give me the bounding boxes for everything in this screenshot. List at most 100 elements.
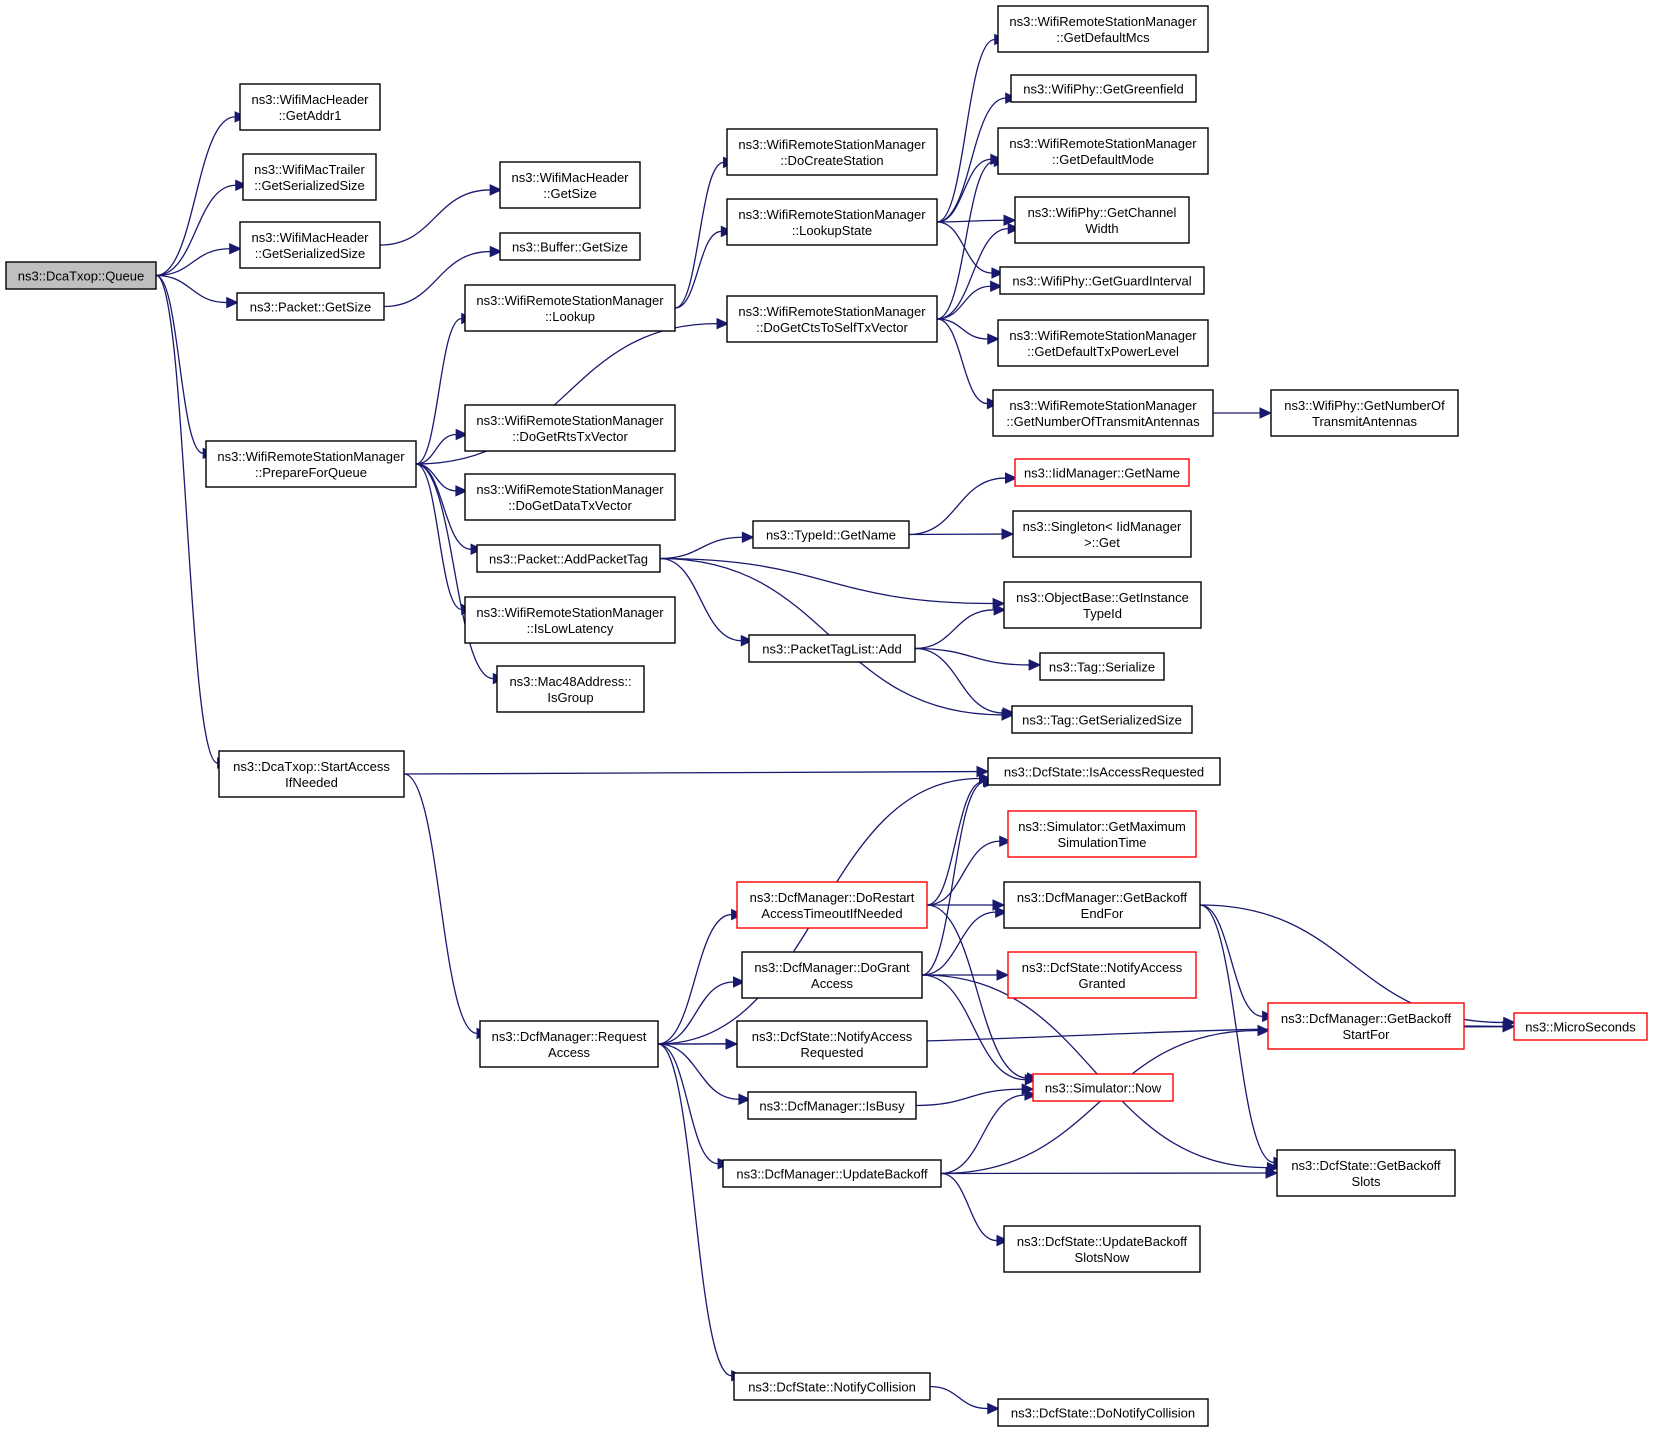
arrowhead — [987, 1402, 1000, 1415]
node-box — [726, 128, 938, 176]
edge-line — [936, 219, 1005, 223]
node-getaddr1[interactable]: ns3::WifiMacHeader::GetAddr1 — [239, 83, 381, 131]
node-txpowerlevel[interactable]: ns3::WifiRemoteStationManager::GetDefaul… — [997, 319, 1209, 367]
node-simnow[interactable]: ns3::Simulator::Now — [1032, 1073, 1174, 1102]
edge-dogrant-to-isaccessreq — [921, 776, 997, 976]
node-header_ser[interactable]: ns3::WifiMacHeader::GetSerializedSize — [239, 221, 381, 269]
node-label: EndFor — [1081, 906, 1124, 921]
node-typeid_getname[interactable]: ns3::TypeId::GetName — [752, 520, 910, 549]
edge-requestaccess-to-dogrant — [657, 976, 746, 1045]
node-label: ns3::DcfManager::IsBusy — [759, 1099, 905, 1114]
node-addpackettag[interactable]: ns3::Packet::AddPacketTag — [476, 544, 661, 573]
node-isaccessreq[interactable]: ns3::DcfState::IsAccessRequested — [987, 757, 1221, 786]
node-label: AccessTimeoutIfNeeded — [761, 906, 902, 921]
arrowhead — [229, 242, 242, 255]
node-label: ::GetDefaultMcs — [1056, 30, 1150, 45]
node-lookupstate[interactable]: ns3::WifiRemoteStationManager::LookupSta… — [726, 198, 938, 246]
arrowhead — [489, 184, 503, 196]
node-label: ns3::WifiRemoteStationManager — [476, 293, 664, 308]
node-box — [736, 1020, 928, 1068]
node-rtstx[interactable]: ns3::WifiRemoteStationManager::DoGetRtsT… — [464, 404, 676, 452]
node-prepare[interactable]: ns3::WifiRemoteStationManager::PrepareFo… — [205, 440, 417, 488]
arrowhead — [740, 634, 754, 647]
node-donotifycollision[interactable]: ns3::DcfState::DoNotifyCollision — [997, 1398, 1209, 1427]
node-label: ns3::Mac48Address:: — [509, 674, 631, 689]
node-box — [464, 473, 676, 521]
node-box — [239, 221, 381, 269]
node-isbusy[interactable]: ns3::DcfManager::IsBusy — [747, 1091, 917, 1120]
node-tagadd[interactable]: ns3::PacketTagList::Add — [748, 634, 916, 663]
edge-line — [914, 647, 1030, 666]
edge-notifycollision-to-donotifycollision — [929, 1385, 1000, 1415]
node-box — [1011, 705, 1193, 734]
node-greenfield[interactable]: ns3::WifiPhy::GetGreenfield — [1010, 74, 1197, 103]
node-box — [1012, 510, 1192, 558]
node-label: ::Lookup — [545, 309, 595, 324]
edge-line — [415, 463, 462, 611]
node-label: ns3::WifiMacHeader — [251, 92, 369, 107]
edge-lookupstate-to-channelwidth — [936, 214, 1017, 227]
node-label: ns3::WifiRemoteStationManager — [476, 413, 664, 428]
edge-startaccess-to-isaccessreq — [403, 765, 990, 778]
edge-prepare-to-datatx — [415, 463, 469, 497]
node-singleton[interactable]: ns3::Singleton< IidManager>::Get — [1012, 510, 1192, 558]
node-phy_numtxant[interactable]: ns3::WifiPhy::GetNumberOfTransmitAntenna… — [1270, 389, 1459, 437]
arrowhead — [1001, 528, 1015, 540]
node-dorestart[interactable]: ns3::DcfManager::DoRestartAccessTimeoutI… — [736, 881, 928, 929]
node-box — [476, 544, 661, 573]
node-isgroup[interactable]: ns3::Mac48Address::IsGroup — [496, 665, 645, 713]
node-packet_getsize[interactable]: ns3::Packet::GetSize — [236, 292, 385, 321]
edge-line — [155, 116, 236, 277]
node-label: ns3::MicroSeconds — [1525, 1020, 1636, 1035]
node-box — [726, 295, 938, 343]
edge-line — [921, 974, 1268, 1169]
node-lookup[interactable]: ns3::WifiRemoteStationManager::Lookup — [464, 284, 676, 332]
node-ctstoself[interactable]: ns3::WifiRemoteStationManager::DoGetCtsT… — [726, 295, 938, 343]
node-header_getsize[interactable]: ns3::WifiMacHeader::GetSize — [499, 161, 641, 209]
node-docreate[interactable]: ns3::WifiRemoteStationManager::DoCreateS… — [726, 128, 938, 176]
node-notifycollision[interactable]: ns3::DcfState::NotifyCollision — [733, 1372, 931, 1401]
arrowhead — [993, 604, 1007, 616]
node-label: ::GetAddr1 — [279, 108, 342, 123]
node-tagsersize[interactable]: ns3::Tag::GetSerializedSize — [1011, 705, 1193, 734]
node-label: IfNeeded — [285, 775, 338, 790]
node-label: ::IsLowLatency — [527, 621, 614, 636]
node-buffer_getsize[interactable]: ns3::Buffer::GetSize — [499, 232, 641, 261]
edge-lookupstate-to-defaultmode — [936, 153, 1004, 223]
node-guardinterval[interactable]: ns3::WifiPhy::GetGuardInterval — [999, 266, 1205, 295]
node-label: ns3::DcfState::NotifyAccess — [752, 1029, 913, 1044]
node-islowlatency[interactable]: ns3::WifiRemoteStationManager::IsLowLate… — [464, 596, 676, 644]
node-box — [499, 161, 641, 209]
node-datatx[interactable]: ns3::WifiRemoteStationManager::DoGetData… — [464, 473, 676, 521]
node-numtxant[interactable]: ns3::WifiRemoteStationManager::GetNumber… — [992, 389, 1214, 437]
edge-line — [936, 285, 991, 320]
edge-line — [915, 1088, 1023, 1107]
node-label: ns3::Packet::AddPacketTag — [489, 552, 648, 567]
node-iidmanager[interactable]: ns3::IidManager::GetName — [1014, 458, 1190, 487]
node-defaultmode[interactable]: ns3::WifiRemoteStationManager::GetDefaul… — [997, 127, 1209, 175]
node-queue[interactable]: ns3::DcaTxop::Queue — [5, 261, 157, 290]
node-defaultmcs[interactable]: ns3::WifiRemoteStationManager::GetDefaul… — [997, 5, 1209, 53]
node-updatebackoff[interactable]: ns3::DcfManager::UpdateBackoff — [722, 1159, 942, 1188]
edge-line — [415, 433, 457, 465]
node-trailer_ser[interactable]: ns3::WifiMacTrailer::GetSerializedSize — [242, 153, 377, 201]
node-label: TypeId — [1083, 606, 1122, 621]
edge-numtxant-to-phy_numtxant — [1212, 407, 1273, 419]
node-box — [1007, 810, 1197, 858]
node-microseconds[interactable]: ns3::MicroSeconds — [1513, 1012, 1648, 1041]
node-tagserialize[interactable]: ns3::Tag::Serialize — [1039, 652, 1165, 681]
edge-line — [657, 1043, 732, 1377]
edge-line — [155, 248, 230, 277]
